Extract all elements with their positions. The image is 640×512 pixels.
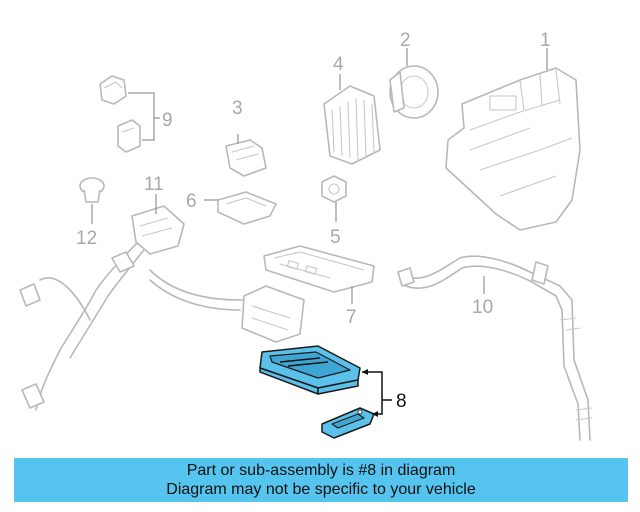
part-9-clips: [99, 75, 160, 153]
part-8-leader: [362, 369, 392, 417]
part-4-module: [323, 74, 381, 165]
part-7-control-panel: [263, 245, 375, 304]
callout-10: 10: [472, 297, 493, 318]
callout-12: 12: [76, 228, 97, 249]
callout-9: 9: [162, 110, 173, 131]
part-1-hvac-housing: [445, 48, 581, 231]
part-8-heater-core: [259, 345, 361, 395]
part-10-refrigerant-lines: [397, 255, 593, 441]
part-5-actuator: [321, 175, 347, 222]
callout-8: 8: [396, 391, 407, 412]
part-12-grommet: [79, 177, 105, 224]
part-6-bracket: [204, 191, 277, 225]
part-2-blower-motor: [389, 48, 439, 119]
part-11-wiring-harness: [19, 194, 305, 411]
callout-3: 3: [232, 98, 243, 119]
parts-diagram: 9 3 4 5 2 1 6: [19, 30, 593, 441]
callout-2: 2: [400, 30, 411, 51]
callout-6: 6: [186, 191, 197, 212]
callout-5: 5: [330, 227, 341, 248]
info-banner: Part or sub-assembly is #8 in diagram Di…: [14, 458, 628, 502]
callout-4: 4: [333, 54, 344, 75]
part-3-sensor: [225, 134, 267, 177]
callout-11: 11: [144, 174, 164, 195]
banner-line-2: Diagram may not be specific to your vehi…: [166, 481, 476, 498]
callout-1: 1: [540, 30, 551, 51]
callout-7: 7: [346, 307, 357, 328]
part-8-gasket: [321, 407, 375, 439]
banner-line-1: Part or sub-assembly is #8 in diagram: [186, 462, 456, 479]
